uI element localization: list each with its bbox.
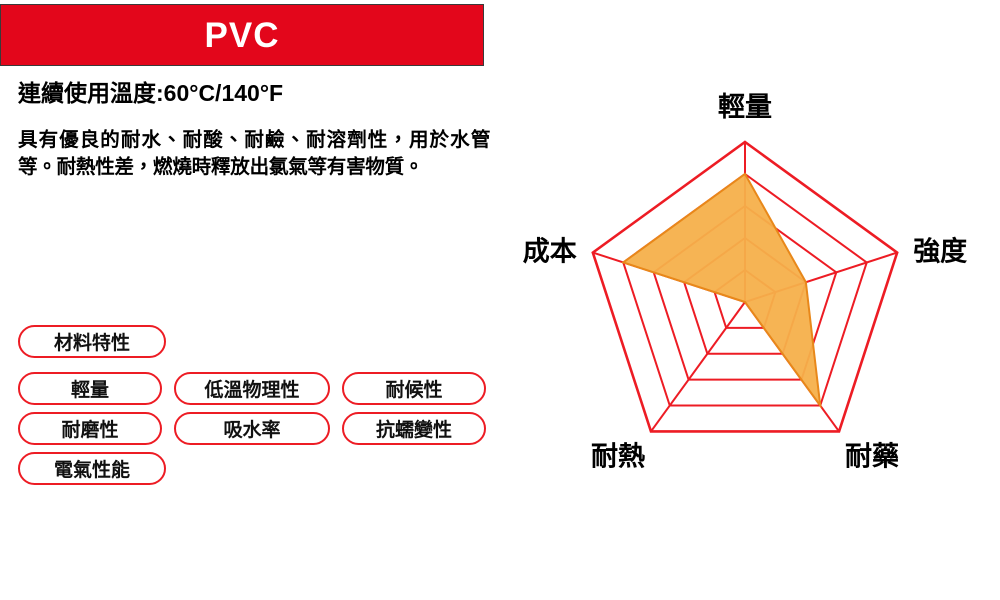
radar-axis-label-4: 成本 (523, 237, 577, 267)
radar-axis-label-3: 耐熱 (591, 441, 645, 471)
material-info-panel: PVC 連續使用溫度:60°C/140°F 具有優良的耐水、耐酸、耐鹼、耐溶劑性… (0, 4, 498, 492)
radar-axis-label-1: 強度 (913, 236, 967, 267)
pill-low-temp-physical[interactable]: 低溫物理性 (174, 372, 330, 405)
pill-row: 電氣性能 (18, 452, 498, 485)
material-description: 具有優良的耐水、耐酸、耐鹼、耐溶劑性，用於水管等。耐熱性差，燃燒時釋放出氯氣等有… (18, 129, 490, 178)
radar-data-polygon (621, 172, 822, 410)
continuous-use-temperature: 連續使用溫度:60°C/140°F (18, 80, 284, 106)
radar-axis-label-2: 耐藥 (845, 441, 899, 471)
pill-row: 材料特性 (18, 325, 498, 358)
pill-row: 輕量 低溫物理性 耐候性 (18, 372, 498, 405)
pill-lightweight[interactable]: 輕量 (18, 372, 163, 405)
pill-material-properties-heading[interactable]: 材料特性 (18, 325, 166, 358)
radar-ring (591, 140, 899, 433)
radar-axis-label-0: 輕量 (718, 92, 772, 122)
pill-electrical-performance[interactable]: 電氣性能 (18, 452, 166, 485)
pill-creep-resistance[interactable]: 抗蠕變性 (341, 412, 487, 445)
pill-water-absorption[interactable]: 吸水率 (174, 412, 330, 445)
pill-weather-resistance[interactable]: 耐候性 (341, 372, 487, 405)
pill-abrasion-resistance[interactable]: 耐磨性 (18, 412, 163, 445)
radar-series-polygon (621, 172, 822, 410)
page-title: PVC (204, 15, 280, 55)
radar-chart-panel: 輕量強度耐藥 耐熱 成本 (500, 0, 1000, 600)
radar-spoke (650, 301, 746, 433)
property-pill-grid: 材料特性 輕量 低溫物理性 耐候性 耐磨性 吸水率 抗蠕變性 電氣性能 (18, 325, 498, 492)
material-title-bar: PVC (0, 4, 484, 66)
pill-row: 耐磨性 吸水率 抗蠕變性 (18, 412, 498, 445)
